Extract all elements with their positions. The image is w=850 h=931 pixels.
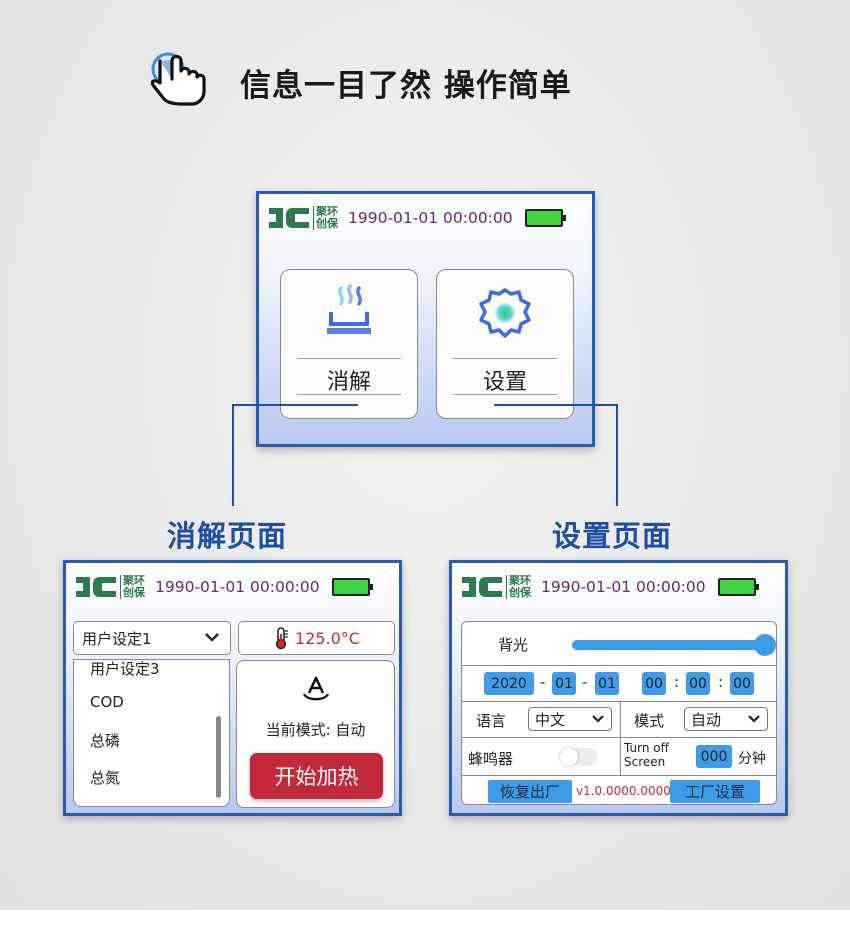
mode-select[interactable]: 自动 — [684, 707, 768, 731]
restore-factory-button[interactable]: 恢复出厂 — [488, 780, 572, 803]
digest-screen: 聚环 创保 1990-01-01 00:00:00 用户设定1 125.0°C … — [63, 560, 402, 816]
status-bar: 聚环 创保 1990-01-01 00:00:00 — [259, 194, 592, 242]
digest-section-title: 消解页面 — [167, 519, 288, 553]
backlight-slider[interactable] — [572, 640, 768, 650]
digest-tile[interactable]: 消解 — [280, 269, 418, 419]
status-bar: 聚环 创保 1990-01-01 00:00:00 — [66, 563, 399, 611]
connector-right — [494, 404, 618, 506]
hour-field[interactable]: 00 — [642, 672, 666, 695]
program-select-value: 用户设定1 — [82, 629, 152, 648]
battery-icon — [524, 209, 566, 227]
steam-icon — [327, 284, 371, 334]
settings-tile-label: 设置 — [482, 370, 527, 395]
list-scrollbar[interactable] — [216, 716, 221, 798]
language-value: 中文 — [535, 710, 566, 729]
brand-line2: 创保 — [123, 586, 145, 599]
language-select[interactable]: 中文 — [528, 707, 612, 731]
mode-label: 模式 — [634, 712, 665, 730]
toggle-knob — [560, 748, 578, 766]
temperature-value: 125.0°C — [295, 628, 360, 648]
list-item[interactable]: 用户设定3 — [90, 660, 160, 678]
jc-logo-icon — [76, 577, 116, 597]
minutes-label: 分钟 — [738, 751, 766, 767]
brand-name: 聚环 创保 — [313, 206, 338, 230]
backlight-slider-handle[interactable] — [754, 634, 776, 656]
brand-line2: 创保 — [509, 586, 531, 599]
jc-logo-icon — [269, 208, 309, 228]
year-field[interactable]: 2020 — [484, 672, 534, 695]
turn-off-label-line2: Screen — [624, 755, 666, 769]
auto-mode-icon — [302, 676, 330, 701]
second-field[interactable]: 00 — [730, 672, 754, 695]
digest-tile-label: 消解 — [326, 370, 371, 395]
status-bar: 聚环 创保 1990-01-01 00:00:00 — [452, 563, 785, 611]
list-item[interactable]: 总氮 — [90, 769, 121, 787]
turn-off-minutes-field[interactable]: 000 — [696, 745, 732, 768]
brand-name: 聚环 创保 — [120, 575, 145, 599]
brand-logo: 聚环 创保 — [74, 574, 145, 600]
buzzer-toggle[interactable] — [560, 748, 598, 766]
day-field[interactable]: 01 — [595, 672, 619, 695]
time-separator: : — [718, 673, 724, 691]
buzzer-label: 蜂鸣器 — [468, 750, 514, 768]
backlight-row: 背光 — [462, 622, 776, 666]
date-separator: - — [582, 673, 588, 691]
language-mode-row: 语言 中文 模式 自动 — [462, 702, 776, 738]
gear-icon — [479, 288, 531, 338]
time-separator: : — [674, 673, 680, 691]
brand-logo: 聚环 创保 — [267, 205, 338, 231]
datetime-row: 2020 - 01 - 01 00 : 00 : 00 — [462, 666, 776, 702]
brand-line1: 聚环 — [509, 574, 531, 587]
settings-screen: 聚环 创保 1990-01-01 00:00:00 背光 2020 - 01 -… — [449, 560, 788, 816]
factory-settings-button[interactable]: 工厂设置 — [670, 780, 760, 803]
firmware-version: v1.0.0000.0000 — [576, 784, 671, 798]
chevron-down-icon — [592, 715, 604, 723]
chevron-down-icon — [205, 633, 219, 642]
list-item[interactable]: 总磷 — [90, 732, 121, 750]
settings-section-title: 设置页面 — [552, 519, 673, 553]
minute-field[interactable]: 00 — [686, 672, 710, 695]
headline-text: 信息一目了然 操作简单 — [240, 67, 572, 104]
chevron-down-icon — [748, 715, 760, 723]
jc-logo-icon — [462, 577, 502, 597]
headline: 信息一目了然 操作简单 — [150, 52, 572, 112]
settings-panel: 背光 2020 - 01 - 01 00 : 00 : 00 语言 中文 模式 — [461, 621, 777, 805]
backlight-label: 背光 — [498, 636, 529, 654]
datetime: 1990-01-01 00:00:00 — [541, 578, 706, 596]
temperature-display: 125.0°C — [238, 621, 395, 655]
mode-panel: 当前模式: 自动 开始加热 — [236, 660, 395, 808]
bottom-strip — [0, 910, 850, 931]
datetime: 1990-01-01 00:00:00 — [155, 578, 320, 596]
start-heating-button[interactable]: 开始加热 — [250, 753, 383, 799]
battery-icon — [717, 578, 759, 596]
current-mode-text: 当前模式: 自动 — [265, 721, 366, 739]
settings-tile[interactable]: 设置 — [436, 269, 574, 419]
program-select[interactable]: 用户设定1 — [73, 621, 231, 655]
thermometer-icon — [275, 627, 288, 650]
brand-name: 聚环 创保 — [506, 575, 531, 599]
turn-off-label-line1: Turn off — [624, 741, 669, 755]
month-field[interactable]: 01 — [552, 672, 576, 695]
battery-icon — [331, 578, 373, 596]
brand-logo: 聚环 创保 — [460, 574, 531, 600]
connector-left — [232, 404, 358, 506]
buzzer-row: 蜂鸣器 Turn off Screen 000 分钟 — [462, 738, 776, 776]
datetime: 1990-01-01 00:00:00 — [348, 209, 513, 227]
hand-tap-icon — [150, 52, 206, 106]
program-list[interactable]: 用户设定3 COD 总磷 总氮 — [73, 659, 230, 807]
mode-value: 自动 — [691, 710, 722, 729]
brand-line1: 聚环 — [316, 205, 338, 218]
date-separator: - — [540, 673, 546, 691]
list-item[interactable]: COD — [90, 693, 124, 711]
brand-line1: 聚环 — [123, 574, 145, 587]
language-label: 语言 — [476, 712, 507, 730]
brand-line2: 创保 — [316, 217, 338, 230]
